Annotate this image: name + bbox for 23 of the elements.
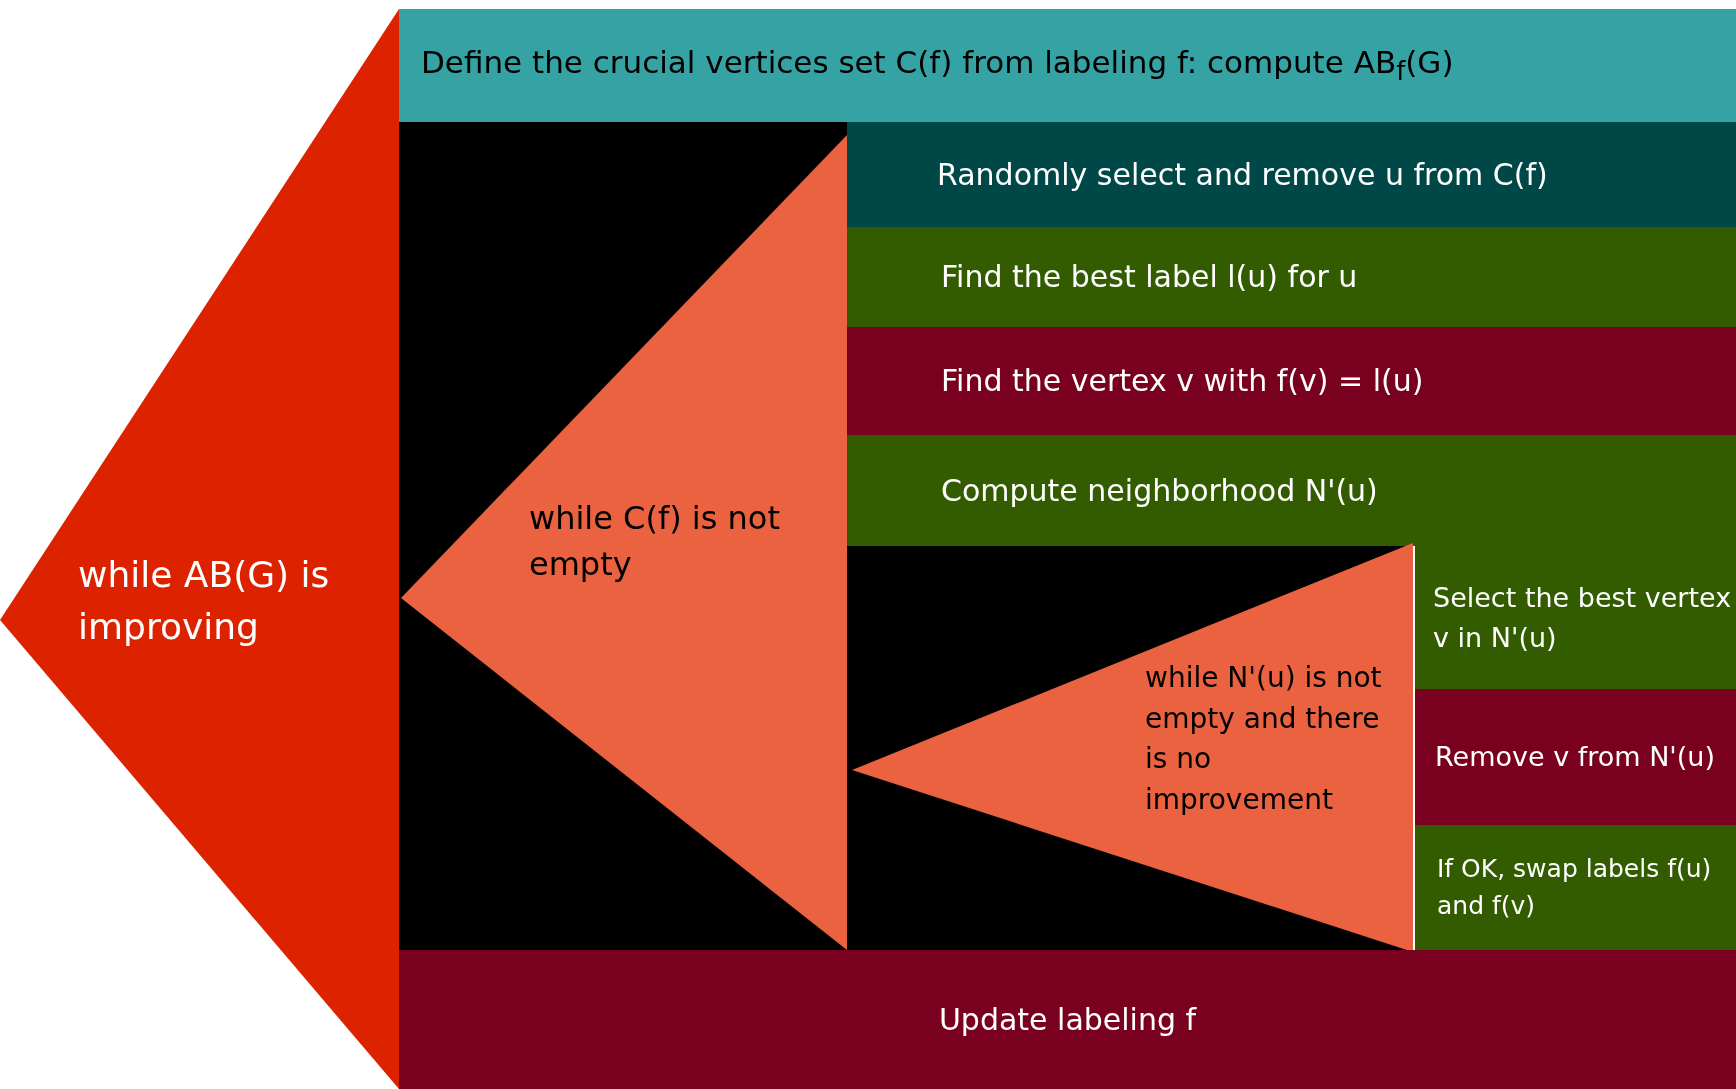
step-text: Update labeling f: [938, 1000, 1197, 1039]
step-text: Find the best label l(u) for u: [941, 258, 1358, 297]
step-bar: [1415, 689, 1736, 825]
loop-condition: while C(f) is not empty: [529, 498, 781, 586]
step-bar: [1415, 825, 1736, 950]
step-bar: [847, 227, 1736, 327]
step-text: Select the best vertex v in N'(u): [1433, 581, 1733, 655]
step-bar: [847, 435, 1736, 546]
loop-condition: while AB(G) is improving: [78, 553, 331, 650]
step-bar: [1415, 546, 1736, 689]
loop-triangle: [852, 543, 1413, 952]
step-bar: [847, 327, 1736, 435]
step-bar: [399, 9, 1736, 122]
step-text: Randomly select and remove u from C(f): [937, 155, 1548, 194]
step-bar: [399, 950, 1736, 1089]
step-text: Find the vertex v with f(v) = l(u): [941, 362, 1424, 401]
step-text: If OK, swap labels f(u) and f(v): [1437, 853, 1713, 922]
step-text: Define the crucial vertices set C(f) from labeling f: compute AB$_{f}$(G): [421, 43, 1454, 89]
step-bar: [847, 122, 1736, 227]
step-text: Compute neighborhood N'(u): [941, 471, 1378, 510]
loop-triangle: [0, 9, 399, 1089]
step-text: Remove v from N'(u): [1435, 740, 1715, 775]
loop-condition: while N'(u) is not empty and there is no improvement: [1145, 660, 1383, 818]
